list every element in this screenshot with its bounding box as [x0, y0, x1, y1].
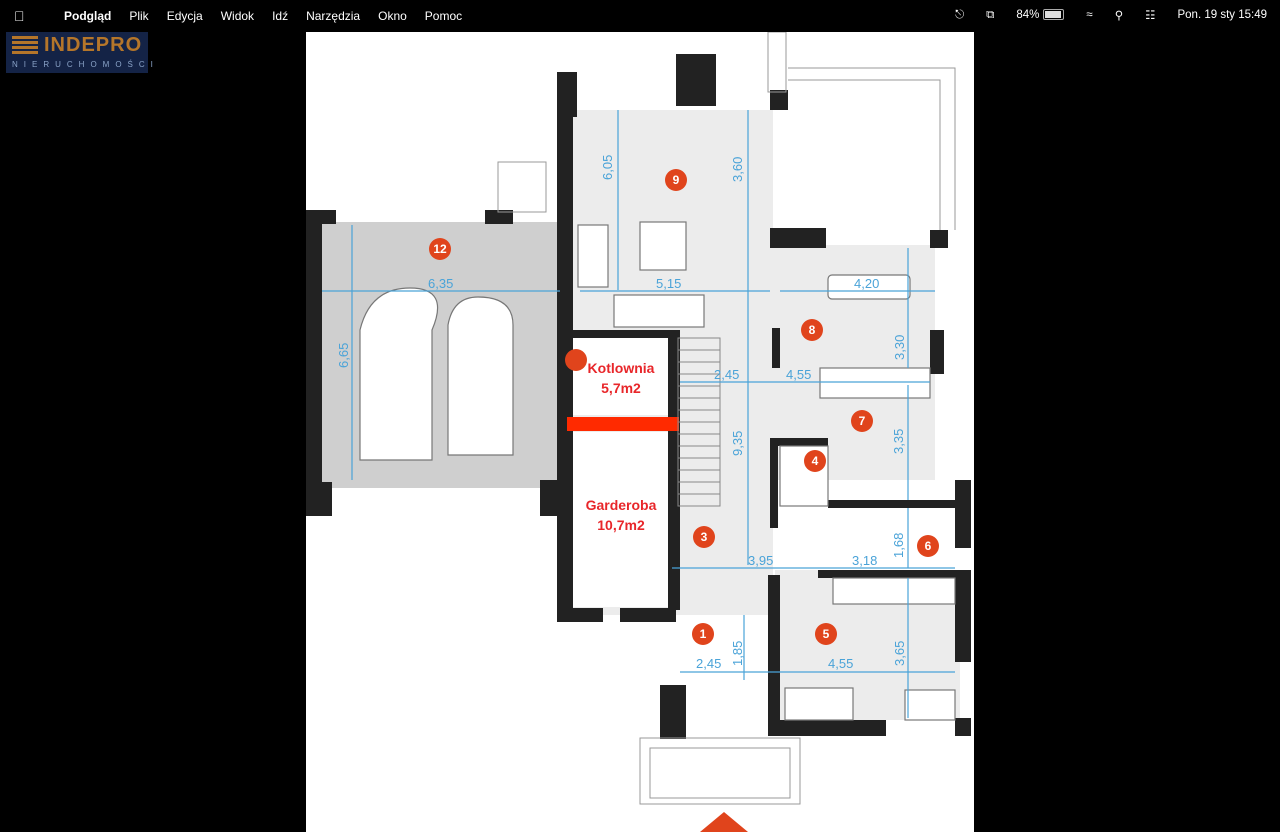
entrance-arrow-icon [700, 812, 748, 832]
battery-status[interactable]: 84% [1016, 9, 1065, 21]
room-marker-6: 6 [917, 535, 939, 557]
dimension-lines [322, 110, 955, 718]
airpods-icon[interactable]: ⎋ [955, 8, 965, 21]
dimension-label: 6,05 [600, 155, 615, 180]
dimension-label: 3,18 [852, 553, 877, 568]
dimension-label: 4,55 [786, 367, 811, 382]
room-number: 9 [673, 173, 680, 187]
room-number: 7 [859, 414, 866, 428]
dimension-label: 5,15 [656, 276, 681, 291]
apple-menu-icon[interactable]:  [14, 8, 28, 24]
dimension-label: 3,30 [892, 335, 907, 360]
room-number: 8 [809, 323, 816, 337]
spotlight-search-icon[interactable]: ⚲ [1114, 10, 1124, 22]
wardrobe-label: Garderoba [586, 497, 657, 513]
wardrobe-area: 10,7m2 [597, 517, 645, 533]
boiler-room-label: Kotlownia [588, 360, 655, 376]
clock[interactable]: Pon. 19 sty 15:49 [1177, 9, 1267, 21]
dimension-label: 3,35 [891, 429, 906, 454]
menu-go[interactable]: Idź [272, 8, 289, 23]
terrace-outlines [497, 32, 956, 805]
floor-plan: 6,05 3,60 5,15 4,20 6,35 6,65 3,30 2,45 … [306, 32, 971, 832]
document-image-floor-plan: 6,05 3,60 5,15 4,20 6,35 6,65 3,30 2,45 … [306, 32, 974, 832]
dimension-label: 3,95 [748, 553, 773, 568]
control-center-icon[interactable]: ☷ [1145, 10, 1156, 22]
menu-edit[interactable]: Edycja [166, 8, 203, 23]
room-annotations: Kotlownia 5,7m2 Garderoba 10,7m2 [586, 360, 657, 533]
boiler-room-area: 5,7m2 [601, 380, 641, 396]
room-marker-12: 12 [429, 238, 451, 260]
menu-window[interactable]: Okno [378, 8, 407, 23]
menu-file[interactable]: Plik [129, 8, 149, 23]
menu-help[interactable]: Pomoc [424, 8, 463, 23]
dimension-label: 9,35 [730, 431, 745, 456]
wardrobe-floor [573, 432, 668, 607]
dimension-label: 3,65 [892, 641, 907, 666]
room-number: 3 [701, 530, 708, 544]
menu-bar:  Podgląd Plik Edycja Widok Idź Narzędzi… [0, 0, 1280, 31]
dimension-label: 3,60 [730, 157, 745, 182]
dimension-label: 2,45 [714, 367, 739, 382]
room-number: 12 [433, 242, 447, 256]
battery-percent: 84% [1016, 9, 1040, 21]
room-marker-7: 7 [851, 410, 873, 432]
screen-mirroring-icon[interactable]: ⧉ [986, 8, 995, 21]
stairs [677, 337, 721, 507]
garage-floor [322, 222, 562, 488]
room-marker-1: 1 [692, 623, 714, 645]
menu-tools[interactable]: Narzędzia [306, 8, 361, 23]
logo-subtitle: NIERUCHOMOŚCI [12, 60, 159, 69]
dimension-label: 6,35 [428, 276, 453, 291]
dimension-labels: 6,05 3,60 5,15 4,20 6,35 6,65 3,30 2,45 … [336, 155, 907, 671]
wifi-icon[interactable]: ≈ [1086, 9, 1093, 21]
furniture [359, 221, 956, 721]
watermark-logo: INDEPRO NIERUCHOMOŚCI [6, 32, 153, 73]
menu-app-name[interactable]: Podgląd [64, 8, 112, 23]
menu-view[interactable]: Widok [220, 8, 255, 23]
dimension-label: 1,68 [891, 533, 906, 558]
dimension-label: 6,65 [336, 343, 351, 368]
room-marker-8: 8 [801, 319, 823, 341]
logo-brand: INDEPRO [44, 34, 143, 56]
room-number: 5 [823, 627, 830, 641]
room-marker-3: 3 [693, 526, 715, 548]
dimension-label: 4,20 [854, 276, 879, 291]
logo-mark-icon [12, 36, 38, 56]
dimension-label: 1,85 [730, 641, 745, 666]
room-number: 4 [812, 454, 819, 468]
room-marker-9: 9 [665, 169, 687, 191]
dimension-label: 2,45 [696, 656, 721, 671]
highlight-wall [567, 417, 679, 431]
room-number: 6 [925, 539, 932, 553]
room-number: 1 [700, 627, 707, 641]
boiler-room-floor [573, 335, 668, 415]
dimension-label: 4,55 [828, 656, 853, 671]
room-markers: 9 12 8 7 4 3 6 1 5 [429, 169, 939, 645]
walls [306, 54, 971, 739]
room-marker-5: 5 [815, 623, 837, 645]
room-marker-4: 4 [804, 450, 826, 472]
battery-icon [1043, 9, 1065, 21]
